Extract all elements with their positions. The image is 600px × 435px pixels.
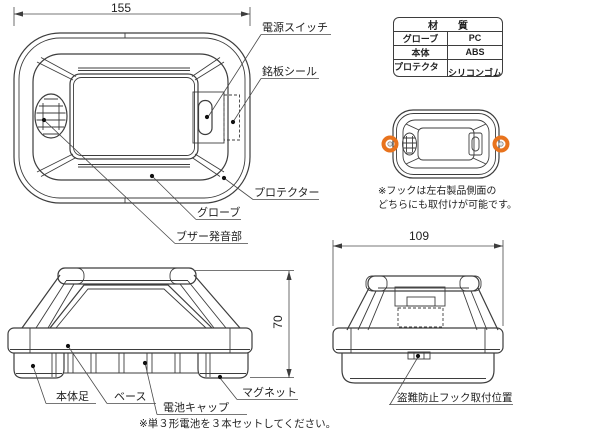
front-view-drawing <box>13 32 251 204</box>
material-value: シリコンゴム <box>448 68 503 77</box>
anti-theft-hook-label: 盗難防止フック取付位置 <box>397 392 513 404</box>
side-view-drawing <box>7 267 253 379</box>
protector-label: プロテクター <box>254 187 320 199</box>
end-base-band <box>332 327 504 354</box>
end-lower-body <box>341 353 495 384</box>
power-switch-shape <box>192 91 225 144</box>
materials-table-row: グローブ PC <box>394 31 502 46</box>
mini-power-switch <box>468 132 483 156</box>
leader-dots <box>30 114 421 380</box>
hook-note-line2: どちらにも取付けが可能です。 <box>378 200 517 211</box>
front-inner-shell <box>18 37 246 199</box>
buzzer-grille <box>34 93 68 139</box>
nameplate-seal-label: 銘板シール <box>262 66 317 78</box>
material-part: プロテクター <box>394 59 448 76</box>
base-label: ベース <box>114 391 147 403</box>
materials-table-row: 本体 ABS <box>394 45 502 60</box>
materials-table-row: プロテクター シリコンゴム <box>394 59 503 77</box>
hook-note-line1: ※フックは左右製品側面の <box>378 186 497 197</box>
battery-note: ※単３形電池を３本セットしてください。 <box>139 418 337 430</box>
hook-ring-left <box>381 135 399 153</box>
side-base-band <box>7 327 253 354</box>
materials-table: 材 質 グローブ PC 本体 ABS プロテクター シリコンゴム マグネット ネ… <box>393 17 503 77</box>
hook-ring-right <box>492 135 510 153</box>
body-foot-label: 本体足 <box>56 391 89 403</box>
hook-position-view-drawing <box>381 109 510 179</box>
battery-cap-shape <box>394 286 446 307</box>
hook-mount-dashed-area <box>397 307 444 328</box>
dimension-109: 109 <box>408 229 430 243</box>
material-part: グローブ <box>394 31 448 45</box>
dimension-155: 155 <box>110 1 132 15</box>
mini-buzzer-grille <box>402 132 417 156</box>
material-value: ABS <box>465 47 485 57</box>
buzzer-label: ブザー発音部 <box>176 231 242 243</box>
front-bezel <box>32 53 229 181</box>
front-window <box>69 73 199 160</box>
side-globe-dome <box>49 284 213 329</box>
dimension-70: 70 <box>271 315 285 329</box>
end-handle-bar <box>367 275 480 292</box>
anti-theft-hook-tab <box>407 351 431 360</box>
nameplate-seal-outline <box>223 94 240 141</box>
end-view-drawing <box>332 275 504 384</box>
magnet-label: マグネット <box>242 387 297 399</box>
material-value: PC <box>468 33 482 43</box>
material-part: 本体 <box>394 45 448 59</box>
materials-table-title: 材 質 <box>394 18 502 32</box>
body-foot-right <box>197 353 249 379</box>
leader-lines <box>32 34 513 415</box>
battery-cap-label: 電池キャップ <box>163 402 229 414</box>
globe-label: グローブ <box>197 207 241 219</box>
power-switch-label: 電源スイッチ <box>262 22 328 34</box>
body-foot-left <box>13 353 65 379</box>
dimension-lines <box>13 7 504 378</box>
side-handle-bar <box>57 267 197 285</box>
